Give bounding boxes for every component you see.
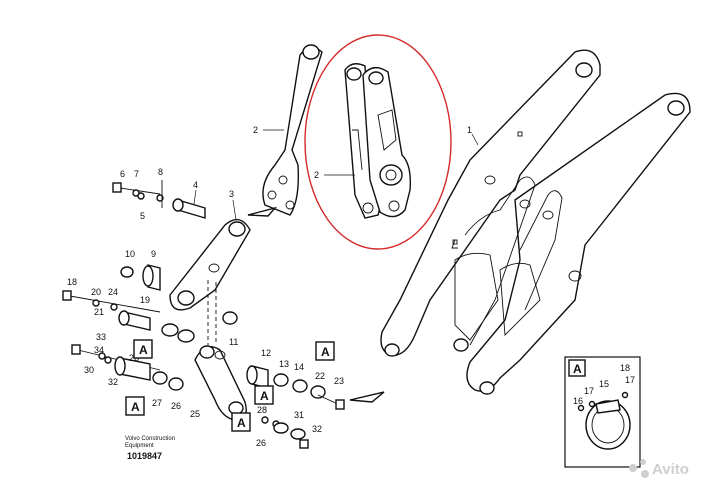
label-3: 3: [229, 189, 234, 199]
highlight-ellipse: [304, 34, 452, 250]
label-10: 10: [125, 249, 135, 259]
label-27: 27: [152, 398, 162, 408]
boom-arm: [380, 49, 691, 395]
label-14: 14: [294, 362, 304, 372]
detail-a-inset: A 17 15 18 16 17: [564, 356, 641, 468]
detail-label-16: 16: [573, 396, 583, 406]
detail-marker-a: A: [260, 389, 269, 403]
credit-line-2: Equipment: [125, 443, 154, 449]
label-13: 13: [279, 359, 289, 369]
label-26: 26: [256, 438, 266, 448]
label-20: 20: [91, 287, 101, 297]
label-8: 8: [158, 167, 163, 177]
label-5: 5: [140, 211, 145, 221]
label-26: 26: [171, 401, 181, 411]
label-12: 12: [261, 348, 271, 358]
detail-label-17: 17: [625, 375, 635, 385]
label-33: 33: [96, 332, 106, 342]
detail-marker-a: A: [237, 416, 246, 430]
lever-assembly: [62, 180, 385, 449]
label-32: 32: [312, 424, 322, 434]
label-2: 2: [253, 125, 258, 135]
detail-marker-a: A: [321, 345, 330, 359]
watermark-text: Avito: [652, 461, 689, 478]
label-11: 11: [229, 337, 238, 347]
label-1: 1: [467, 125, 472, 135]
label-30: 30: [84, 365, 94, 375]
highlighted-link-part: [304, 34, 452, 250]
label-9: 9: [151, 249, 156, 259]
detail-label-18: 18: [620, 363, 630, 373]
link-rod: [262, 44, 323, 216]
label-22: 22: [315, 371, 325, 381]
label-32: 32: [108, 377, 118, 387]
label-34: 34: [94, 345, 104, 355]
credit-line-1: Volvo Construction: [125, 436, 175, 442]
label-24: 24: [108, 287, 118, 297]
credit-block: Volvo Construction Equipment 1019847: [125, 436, 175, 461]
detail-markers: A A A A A: [125, 339, 335, 432]
label-18: 18: [67, 277, 77, 287]
detail-marker-a: A: [131, 400, 140, 414]
drawing-number: 1019847: [127, 451, 162, 461]
detail-title: A: [573, 362, 582, 376]
label-7: 7: [134, 169, 139, 179]
detail-label-15: 15: [599, 379, 609, 389]
label-21: 21: [94, 307, 104, 317]
detail-label-17: 17: [584, 386, 594, 396]
label-23: 23: [334, 376, 344, 386]
label-28: 28: [257, 405, 267, 415]
label-2: 2: [314, 170, 319, 180]
detail-marker-a: A: [139, 343, 148, 357]
label-6: 6: [120, 169, 125, 179]
avito-watermark: Avito: [629, 459, 689, 478]
label-25: 25: [190, 409, 200, 419]
label-19: 19: [140, 295, 150, 305]
label-31: 31: [294, 410, 304, 420]
leader-lines: [193, 129, 479, 221]
label-4: 4: [193, 180, 198, 190]
